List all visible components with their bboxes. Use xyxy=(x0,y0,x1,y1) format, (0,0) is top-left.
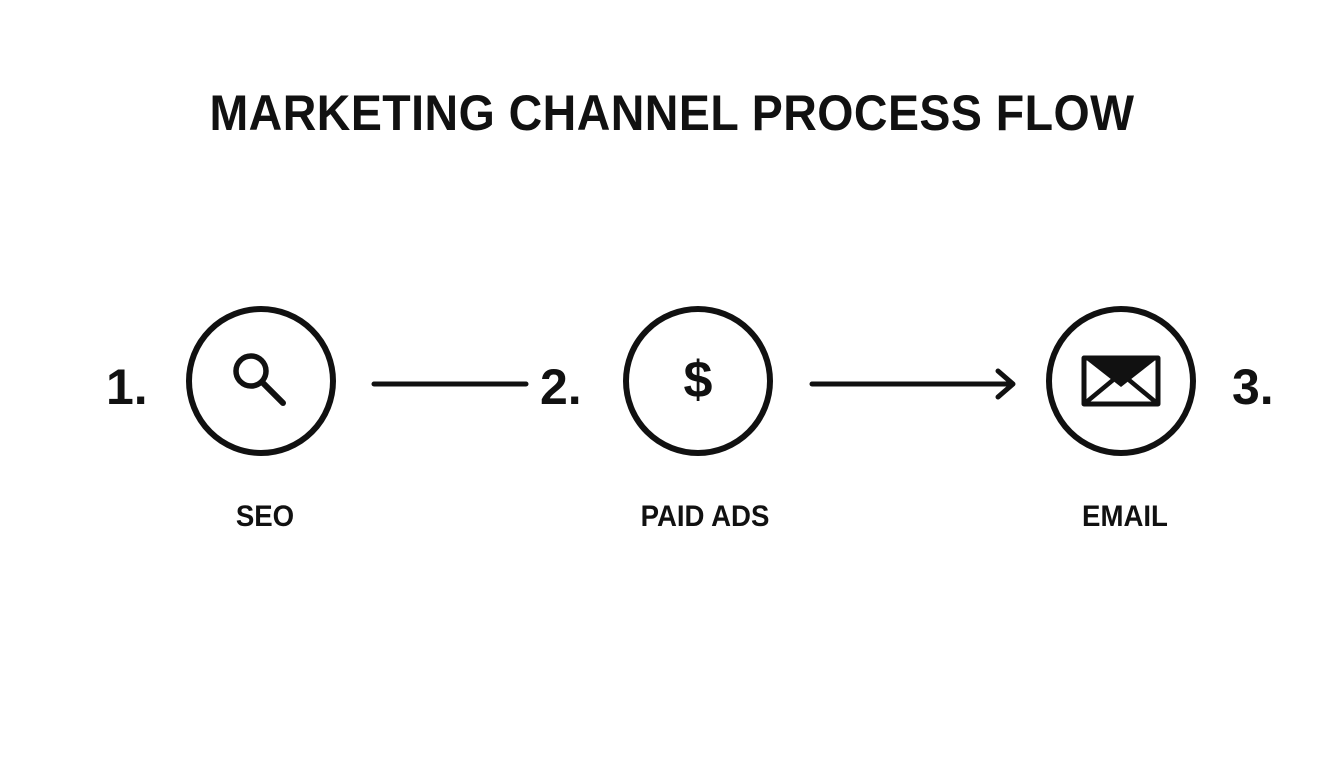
step-node-seo xyxy=(186,306,336,456)
search-icon xyxy=(223,343,299,419)
step-number-3: 3. xyxy=(1232,359,1274,415)
step-number-1: 1. xyxy=(106,359,148,415)
envelope-icon xyxy=(1081,355,1161,407)
connector-arrow-paid-ads-to-email xyxy=(809,368,1016,400)
connector-line-seo-to-paid-ads xyxy=(371,381,529,387)
diagram-title: MARKETING CHANNEL PROCESS FLOW xyxy=(209,85,1135,141)
step-label-paid-ads: PAID ADS xyxy=(640,500,770,533)
dollar-icon: $ xyxy=(683,351,713,409)
step-label-seo: SEO xyxy=(235,500,295,533)
step-number-2: 2. xyxy=(540,359,582,415)
step-node-paid-ads: $ xyxy=(623,306,773,456)
step-node-email xyxy=(1046,306,1196,456)
step-label-email: EMAIL xyxy=(1082,500,1168,533)
